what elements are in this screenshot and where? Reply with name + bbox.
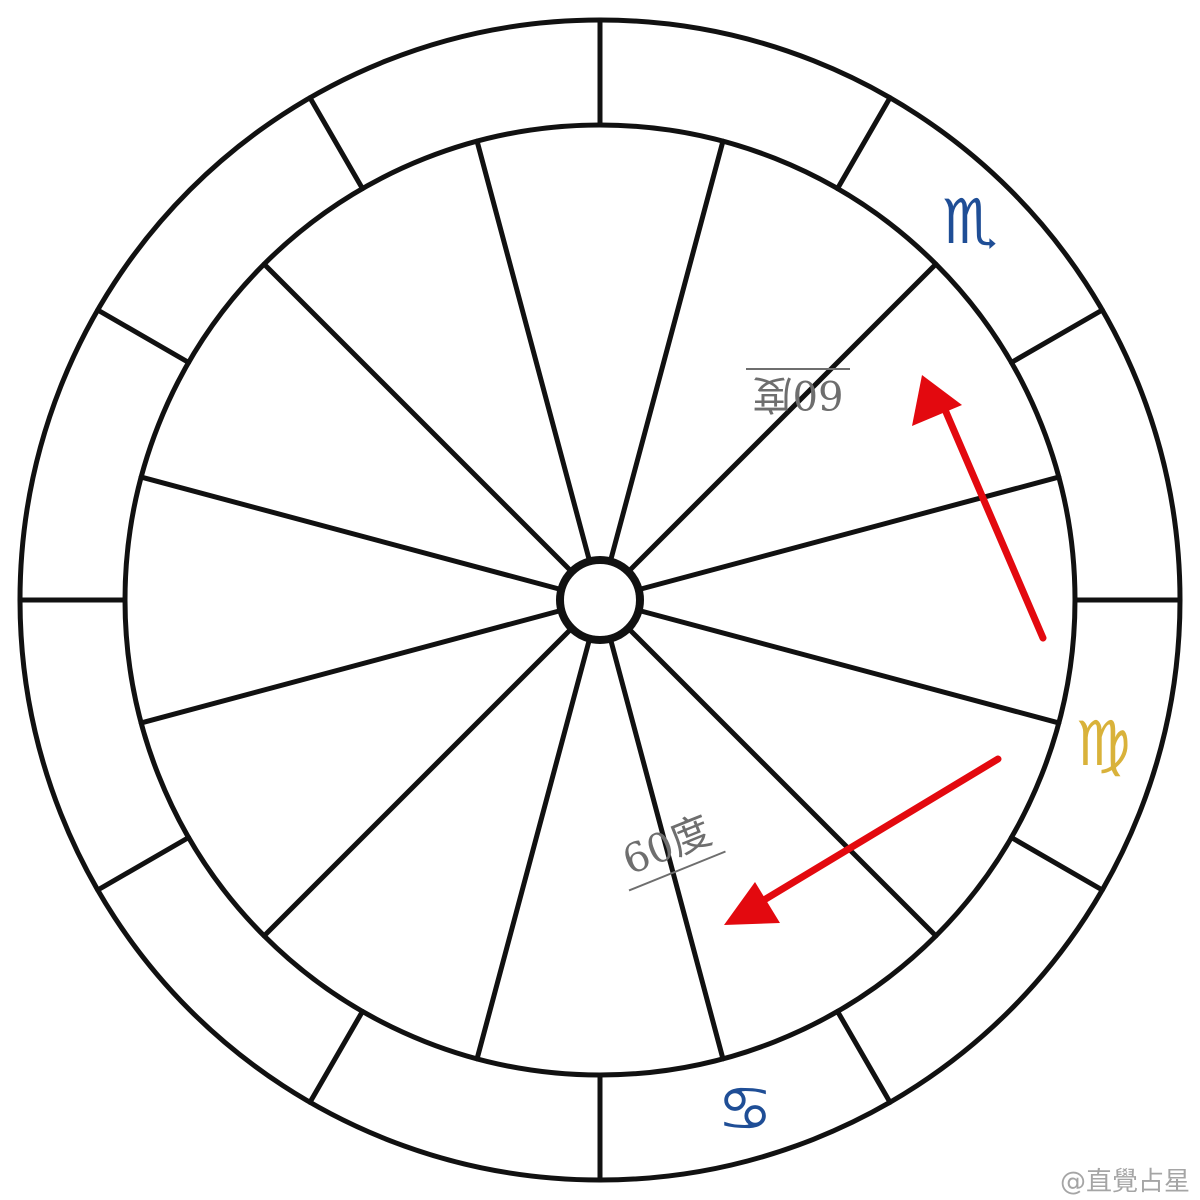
inner-ring — [122, 122, 1078, 1078]
house-dividers — [17, 17, 1183, 1183]
house-spoke — [138, 474, 564, 593]
outer-band-divider — [95, 307, 192, 365]
upper-arrow-head — [912, 375, 962, 426]
outer-ring — [17, 17, 1183, 1183]
cancer-icon: ♋ — [717, 1072, 773, 1145]
house-spoke — [474, 636, 593, 1062]
upper-arrow-shaft — [942, 408, 1047, 642]
outer-band-divider — [95, 835, 192, 893]
house-spoke — [474, 138, 593, 564]
outer-band-divider — [1008, 835, 1105, 893]
virgo-icon: ♍ — [1075, 707, 1131, 780]
lower-arrow-head — [724, 882, 780, 925]
upper-angle-annotation: 60度 — [746, 368, 850, 417]
upper-angle-label: 60度 — [753, 371, 844, 417]
house-spoke — [625, 261, 939, 575]
house-spoke — [261, 625, 575, 939]
house-spoke — [625, 625, 939, 939]
house-spoke — [607, 636, 726, 1062]
lower-angle-label: 60度 — [616, 808, 718, 885]
house-spoke — [261, 261, 575, 575]
lower-angle-annotation: 60度 — [616, 808, 726, 892]
house-spoke — [636, 474, 1062, 593]
house-spoke — [138, 607, 564, 726]
scorpio-icon: ♏ — [942, 185, 998, 258]
lower-angle-underline — [628, 850, 726, 892]
outer-band-divider — [307, 1008, 365, 1105]
house-spoke — [636, 607, 1062, 726]
outer-band-divider — [1008, 307, 1105, 365]
outer-band-divider — [307, 95, 365, 192]
watermark: @直覺占星 — [1059, 1167, 1190, 1197]
house-spoke — [607, 138, 726, 564]
center-hub — [556, 556, 644, 644]
outer-band-divider — [835, 95, 893, 192]
lower-arrow-shaft — [760, 755, 1002, 904]
outer-band-divider — [835, 1008, 893, 1105]
